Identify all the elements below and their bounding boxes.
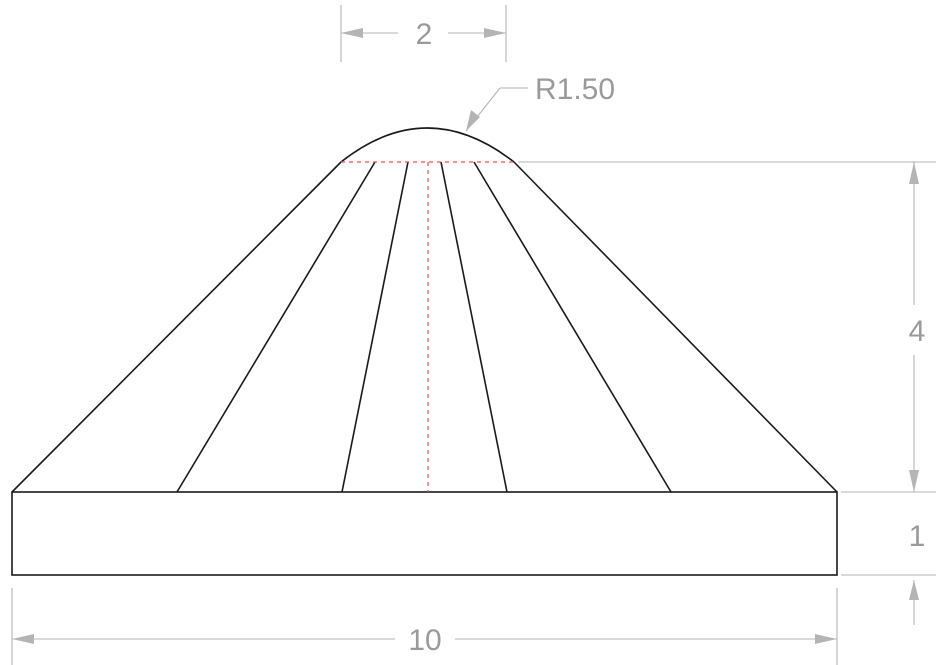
object-geometry [11, 127, 838, 576]
arrowhead [909, 580, 919, 600]
radius-label: R1.50 [535, 73, 615, 106]
dimension-base-height: 1 [841, 520, 936, 625]
cone-rib-3 [440, 161, 508, 493]
top-arc [340, 127, 515, 163]
center-lines [341, 161, 514, 492]
dimension-label: 4 [909, 315, 926, 348]
cone-rib-1 [176, 161, 376, 493]
dimension-label: 10 [408, 624, 441, 657]
arrowhead [484, 28, 506, 38]
dimension-top-width: 2 [340, 5, 507, 62]
dimension-label: 2 [416, 18, 433, 51]
dimension-label: 1 [909, 520, 926, 553]
dimension-cone-height: 4 [518, 161, 936, 493]
cone-left-edge [11, 161, 342, 493]
cone-rib-2 [341, 161, 409, 493]
arrowhead [909, 162, 919, 184]
arrowhead [12, 634, 34, 644]
dimension-base-width: 10 [11, 588, 838, 665]
arrowhead [466, 110, 480, 131]
arrowhead [815, 634, 837, 644]
base-plate [11, 491, 838, 576]
arrowhead [909, 470, 919, 492]
cone-rib-4 [473, 161, 672, 493]
arrowhead [341, 28, 363, 38]
dimension-radius: R1.50 [465, 73, 615, 132]
cone-right-edge [513, 161, 838, 493]
